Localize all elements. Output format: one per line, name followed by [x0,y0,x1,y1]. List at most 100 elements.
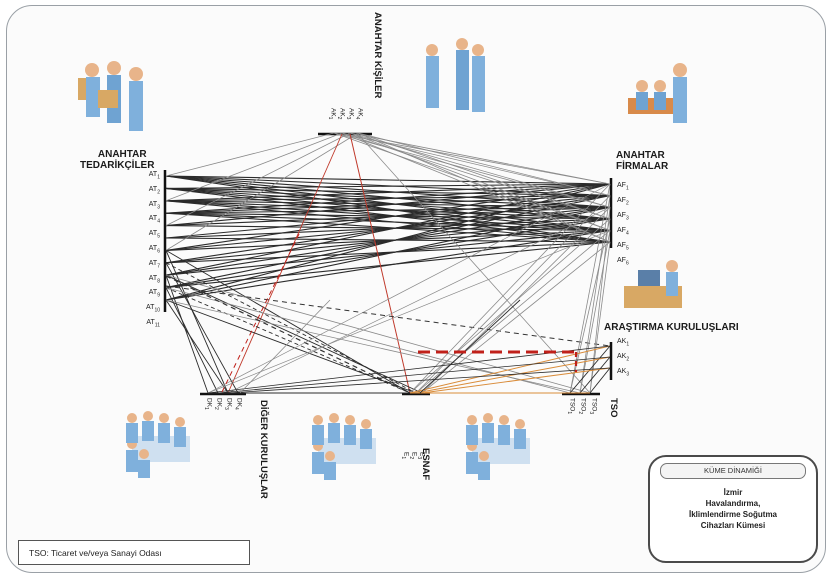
keyperson-firm-link [357,132,611,243]
tso-node-2: TSO2 [577,398,587,415]
suppliers-people-icon [78,61,143,131]
supplier-node-1: AT1 [148,171,160,181]
supplier-firm-link [165,183,611,214]
keyperson-firm-link [349,132,611,231]
other-org-node-4: DK4 [233,398,243,410]
key-people-icon [426,38,485,112]
cluster-description: İzmir Havalandırma, İklimlendirme Soğutm… [688,488,778,530]
other-org-node-1: DK1 [203,398,213,410]
firm-artisan-link [415,195,611,394]
research-tso-link [579,356,611,394]
key-person-node-2: AK2 [336,108,346,120]
firm-tso-link [569,218,611,394]
key-people-label: ANAHTAR KİŞİLER [372,12,383,99]
other-org-node-3: DK3 [223,398,233,410]
other-org-node-2: DK2 [213,398,223,410]
supplier-firm-link [165,183,611,301]
keyperson-otherorg-link [227,133,343,394]
cluster-dynamics-box: KÜME DİNAMİĞİ İzmir Havalandırma, İkliml… [648,455,818,563]
firm-node-3: AF3 [617,211,629,222]
firm-artisan-link [421,241,611,394]
research-node-3: AK3 [617,367,630,378]
key-person-node-4: AK4 [354,108,364,120]
supplier-artisan-dashed-link [165,275,411,394]
key-person-node-1: AK1 [327,108,337,120]
suppliers-label: ANAHTAR TEDARİKÇİLER [80,149,155,171]
supplier-firm-link [165,206,611,214]
keyperson-firm-link [357,132,611,220]
keyperson-supplier-link [165,132,359,251]
supplier-firm-link [165,183,611,202]
supplier-firm-link [165,212,611,231]
research-otherorg-link [227,367,611,394]
research-tso-link [589,367,611,394]
keyperson-tso-link [357,133,591,394]
supplier-firm-link [165,183,611,189]
firm-artisan-link [409,218,611,394]
supplier-node-9: AT9 [148,289,160,299]
keyperson-firm-link [341,132,611,220]
firms-people-icon [628,63,687,123]
key-person-node-3: AK3 [345,108,355,120]
research-artisan-link [421,367,611,394]
firm-tso-link [579,195,611,394]
keyperson-artisan-link [349,133,411,394]
artisan-label: ESNAF [420,448,431,481]
supplier-node-2: AT2 [148,185,160,196]
keyperson-firm-link [341,132,611,243]
keyperson-firm-link [357,132,611,196]
artisan-meeting-icon [312,413,376,480]
supplier-node-7: AT7 [148,259,160,270]
research-artisan-link [415,356,611,394]
keyperson-supplier-link [165,132,343,202]
cluster-title: KÜME DİNAMİĞİ [660,463,806,479]
supplier-otherorg-link [165,250,229,394]
supplier-firm-link [165,183,611,227]
supplier-otherorg-link [165,275,209,394]
keyperson-supplier-link [165,132,335,177]
firm-node-4: AF4 [617,226,629,237]
supplier-otherorg-link [165,287,219,394]
research-node-2: AK2 [617,352,630,363]
supplier-firm-link [165,229,611,301]
research-label: ARAŞTIRMA KURULUŞLARI [604,322,739,333]
supplier-artisan-link [165,250,411,394]
supplier-firm-link [165,175,611,185]
firms-label: ANAHTAR FİRMALAR [616,150,669,172]
tso-meeting-icon [466,413,530,480]
supplier-artisan-link [165,287,411,394]
firm-otherorg-link [207,183,611,394]
research-otherorg-link [207,345,611,394]
firm-artisan-link [415,230,611,394]
research-node-1: AK1 [617,338,630,348]
firm-otherorg-link [207,230,611,394]
supplier-node-5: AT5 [148,230,160,240]
supplier-research-dashed-link [165,285,611,347]
supplier-node-8: AT8 [148,274,160,284]
tso-node-3: TSO3 [588,398,598,415]
firm-artisan-link [409,183,611,394]
keyperson-firm-link [333,132,611,231]
supplier-tso-link [165,299,581,394]
tso-label: TSO [608,398,619,418]
firm-node-5: AF5 [617,241,629,252]
supplier-firm-link [165,183,611,276]
supplier-node-11: AT11 [146,318,160,329]
supplier-artisan-link [165,274,423,394]
other-org-meeting-icon [126,411,190,478]
supplier-otherorg-link [165,299,229,394]
supplier-artisan-link [165,299,417,394]
legend-box: TSO: Ticaret ve/veya Sanayi Odası [18,540,250,565]
firm-tso-link [569,183,611,394]
artisan-node-3: E3 [416,452,426,460]
otherorg-link [239,299,331,394]
artisan-node-1: E1 [400,452,410,460]
